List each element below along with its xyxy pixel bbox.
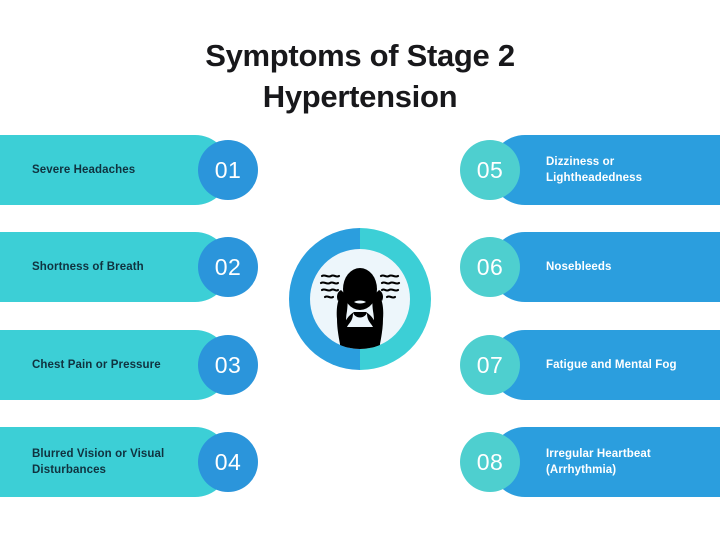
symptom-number-07: 07 bbox=[460, 335, 520, 395]
symptom-row-08[interactable]: Irregular Heartbeat (Arrhythmia) 08 bbox=[460, 427, 720, 497]
symptom-number-04: 04 bbox=[198, 432, 258, 492]
symptom-row-05[interactable]: Dizziness or Lightheadedness 05 bbox=[460, 135, 720, 205]
symptom-row-02[interactable]: Shortness of Breath 02 bbox=[0, 232, 258, 302]
symptom-number-05: 05 bbox=[460, 140, 520, 200]
symptom-bar-08[interactable]: Irregular Heartbeat (Arrhythmia) bbox=[490, 427, 720, 497]
symptom-number-03: 03 bbox=[198, 335, 258, 395]
symptom-bar-02[interactable]: Shortness of Breath bbox=[0, 232, 230, 302]
symptom-label-02: Shortness of Breath bbox=[32, 260, 144, 273]
symptom-label-06: Nosebleeds bbox=[546, 260, 612, 273]
symptom-number-01: 01 bbox=[198, 140, 258, 200]
symptom-row-07[interactable]: Fatigue and Mental Fog 07 bbox=[460, 330, 720, 400]
page-title-line-2: Hypertension bbox=[262, 78, 458, 114]
symptom-number-02: 02 bbox=[198, 237, 258, 297]
person-headache-icon bbox=[310, 249, 410, 349]
symptom-number-06: 06 bbox=[460, 237, 520, 297]
symptom-bar-06[interactable]: Nosebleeds bbox=[490, 232, 720, 302]
symptom-bar-04[interactable]: Blurred Vision or Visual Disturbances bbox=[0, 427, 230, 497]
symptom-row-06[interactable]: Nosebleeds 06 bbox=[460, 232, 720, 302]
symptom-row-01[interactable]: Severe Headaches 01 bbox=[0, 135, 258, 205]
symptom-label-03: Chest Pain or Pressure bbox=[32, 358, 161, 371]
footer-whitespace bbox=[0, 505, 720, 539]
symptom-label-04: Blurred Vision or Visual Disturbances bbox=[32, 447, 165, 476]
page-title: Symptoms of Stage 2 Hypertension bbox=[0, 36, 720, 118]
symptom-number-08: 08 bbox=[460, 432, 520, 492]
symptom-row-03[interactable]: Chest Pain or Pressure 03 bbox=[0, 330, 258, 400]
page-title-line-1: Symptoms of Stage 2 bbox=[205, 38, 515, 73]
symptom-bar-03[interactable]: Chest Pain or Pressure bbox=[0, 330, 230, 400]
center-medallion bbox=[289, 228, 431, 370]
symptom-row-04[interactable]: Blurred Vision or Visual Disturbances 04 bbox=[0, 427, 258, 497]
symptom-label-07: Fatigue and Mental Fog bbox=[546, 358, 677, 371]
symptom-label-05: Dizziness or Lightheadedness bbox=[546, 155, 643, 184]
symptom-label-08: Irregular Heartbeat (Arrhythmia) bbox=[546, 447, 651, 476]
symptom-label-01: Severe Headaches bbox=[32, 163, 136, 176]
symptom-bar-05[interactable]: Dizziness or Lightheadedness bbox=[490, 135, 720, 205]
symptom-bar-07[interactable]: Fatigue and Mental Fog bbox=[490, 330, 720, 400]
symptom-bar-01[interactable]: Severe Headaches bbox=[0, 135, 230, 205]
